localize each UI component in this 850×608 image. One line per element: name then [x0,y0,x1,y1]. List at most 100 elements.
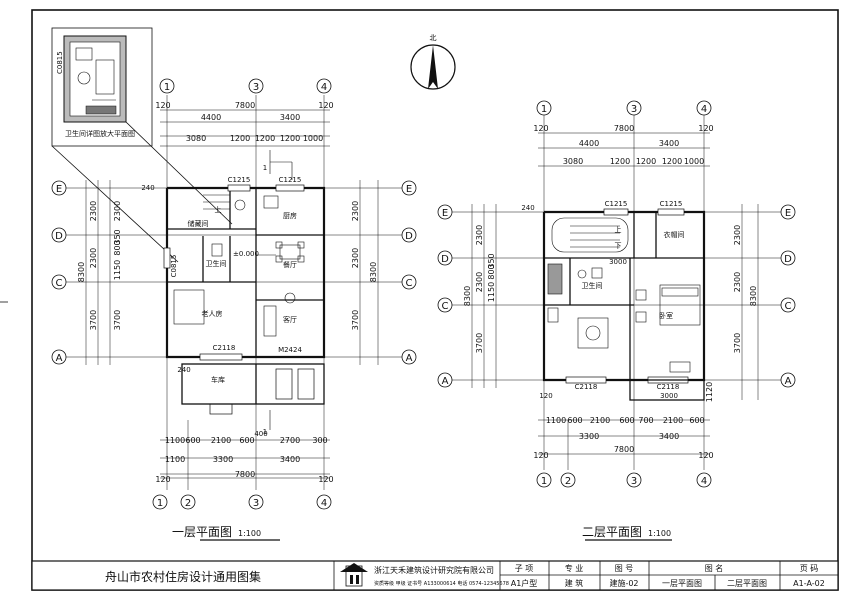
p2-top-detail-2: 1200 [610,157,630,166]
p2-left-row-1: 2300 [475,225,484,245]
p1-room-garage: 车库 [211,375,225,384]
p2-right-row-1: 2300 [733,225,742,245]
p2-left-sub-3: 350 [487,253,496,268]
axis-3-bottom: 3 [253,498,259,509]
p2-axis-3-bottom: 3 [631,476,637,487]
inset-caption: 卫生间详图放大平面图 [65,129,135,138]
tb-header-drawing-name: 图 名 [705,563,724,573]
p1-top-edge-left: 120 [155,101,170,110]
p1-bot-detail-5: 2700 [280,436,300,445]
p2-bot-edge-right: 120 [698,451,713,460]
p1-bot-detail-6: 300 [312,436,327,445]
p2-bot-detail-6: 2100 [663,416,683,425]
p2-room-closet: 衣帽间 [664,230,685,239]
p1-window-c2118: C2118 [213,344,236,352]
p1-room-bathroom: 卫生间 [206,259,227,268]
p1-stair-up: 上 [215,205,222,214]
p1-wall-240-bottom: 240 [177,366,190,374]
p1-window-c1215-a: C1215 [228,176,251,184]
p1-bot-detail-4: 600 [239,436,254,445]
north-arrow: 北 [410,34,456,90]
north-label: 北 [430,34,437,42]
p1-top-total: 7800 [235,101,255,110]
p1-window-c1215-b: C1215 [279,176,302,184]
tb-header-page: 页 码 [800,564,819,573]
p2-axis-4-top: 4 [701,104,707,115]
p2-window-c2118-a: C2118 [575,383,598,391]
p2-window-c1215-a: C1215 [605,200,628,208]
p2-bot-detail-7: 600 [689,416,704,425]
p1-room-living: 客厅 [283,315,297,324]
institute-sub: 资质等级 甲级 证书号 A133000614 电话 0574-12345678 [374,580,509,587]
p2-left-sub-2: 800 [487,264,496,279]
p1-bot-total: 7800 [235,470,255,479]
p2-bot-part-2: 3400 [659,432,679,441]
p2-axis-C-right: C [785,301,792,312]
p1-top-detail-4: 1200 [280,134,300,143]
p1-bot-detail-1: 1100 [165,436,185,445]
p1-title: 一层平面图 [172,525,232,539]
p2-axis-D-left: D [441,254,449,265]
p2-axis-C-left: C [442,301,449,312]
axis-1-bottom: 1 [157,498,163,509]
p1-top-detail-2: 1200 [230,134,250,143]
institute-name: 浙江天禾建筑设计研究院有限公司 [374,565,494,575]
p2-right-total: 8300 [749,286,758,306]
p1-left-row-3: 3700 [89,310,98,330]
p2-bot-detail-1: 1100 [546,416,566,425]
p1-right-row-2: 2300 [351,248,360,268]
bathroom-inset-detail: C0815 卫生间详图放大平面图 [51,27,233,263]
institute-logo [340,563,368,587]
p1-bot-edge-left: 120 [155,475,170,484]
p1-left-sub-1: 1150 [113,260,122,280]
first-floor-plan: 1 3 4 1 2 3 4 E D C A E D C A 120 7800 1… [51,78,417,541]
p1-top-edge-right: 120 [318,101,333,110]
axis-D-right: D [405,231,413,242]
p2-top-part-1: 4400 [579,139,599,148]
p1-left-sub-2: 800 [113,240,122,255]
p1-left-sub-3: 350 [113,229,122,244]
axis-2-bottom: 2 [185,498,191,509]
p2-right-row-3: 3700 [733,333,742,353]
axis-4-bottom: 4 [321,498,327,509]
p2-right-1120: 1120 [705,382,714,402]
axis-C-right: C [406,278,413,289]
tb-value-page: A1-A-02 [793,579,825,588]
p1-left-row-2: 2300 [89,248,98,268]
p2-axis-3-top: 3 [631,104,637,115]
tb-value-name-1: 一层平面图 [662,579,702,588]
p1-left-row-1: 2300 [89,201,98,221]
axis-A-left: A [56,353,63,364]
p2-left-total: 8300 [463,286,472,306]
axis-C-left: C [56,278,63,289]
axis-E-left: E [56,184,62,195]
p2-left-row-3: 3700 [475,333,484,353]
p2-title-block: 二层平面图 1:100 [582,525,672,541]
p1-window-c0815: C0815 [170,255,178,278]
p1-room-elderly: 老人房 [202,309,223,318]
axis-4-top: 4 [321,82,327,93]
p2-room-bedroom: 卧室 [659,311,673,320]
p2-door-3000: 3000 [609,258,627,266]
p1-level-mark: ±0.000 [233,250,259,258]
p2-scale: 1:100 [648,529,671,538]
p2-top-detail-4: 1200 [662,157,682,166]
p1-room-storage: 储藏间 [188,219,209,228]
p1-top-part-2: 3400 [280,113,300,122]
p2-axis-A-right: A [785,376,792,387]
p2-top-detail-3: 1200 [636,157,656,166]
p2-left-sub-1: 1150 [487,282,496,302]
p1-section-mark-bottom: 1 [263,428,267,436]
inset-window-label: C0815 [56,51,64,74]
p1-top-part-1: 4400 [201,113,221,122]
p2-axis-1-top: 1 [541,104,547,115]
p1-wall-240: 240 [141,184,154,192]
p2-bot-detail-3: 2100 [590,416,610,425]
p2-bot-edge-left: 120 [533,451,548,460]
p2-window-c1215-b: C1215 [660,200,683,208]
p1-room-dining: 餐厅 [283,260,297,269]
p2-bot-part-1: 3300 [579,432,599,441]
tb-header-subitem: 子 项 [515,564,534,573]
